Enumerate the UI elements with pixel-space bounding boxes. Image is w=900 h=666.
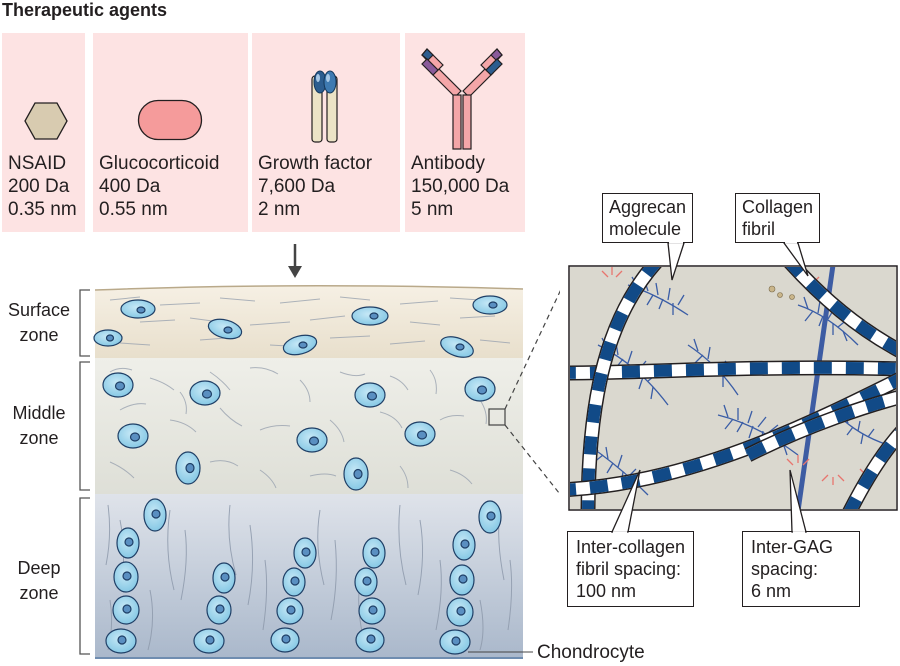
agent-size: 2 nm — [258, 199, 301, 220]
deep-cell-columns — [105, 498, 502, 655]
agent-panel-growth-factor: Growth factor 7,600 Da 2 nm — [252, 33, 400, 232]
ecm-magnified-inset — [568, 265, 898, 511]
agent-size: 5 nm — [411, 199, 454, 220]
hexagon-molecule-icon — [24, 102, 68, 140]
cartilage-cross-section — [79, 284, 560, 659]
agent-panel-glucocorticoid: Glucocorticoid 400 Da 0.55 nm — [93, 33, 248, 232]
agent-name: Growth factor — [258, 153, 373, 174]
agent-mass: 400 Da — [99, 176, 161, 197]
agent-mass: 150,000 Da — [411, 176, 510, 197]
agent-name: NSAID — [8, 153, 67, 174]
agent-mass: 7,600 Da — [258, 176, 336, 197]
growth-factor-protein-icon — [311, 70, 338, 143]
middle-cells — [102, 372, 496, 491]
surface-fibers — [109, 296, 511, 348]
figure-title: Therapeutic agents — [2, 0, 168, 20]
chondrocyte-label: Chondrocyte — [537, 642, 645, 663]
agent-size: 0.35 nm — [8, 199, 77, 220]
agent-panel-nsaid: NSAID 200 Da 0.35 nm — [2, 33, 85, 232]
capsule-molecule-icon — [137, 99, 203, 141]
small-drug-particles — [768, 285, 795, 300]
zone-brackets — [79, 289, 90, 655]
middle-zone — [95, 358, 523, 494]
agent-name: Antibody — [411, 153, 485, 174]
agent-size: 0.55 nm — [99, 199, 168, 220]
collagen-fibrils — [570, 267, 896, 509]
chondrocyte-cells — [93, 295, 508, 655]
agent-panel-antibody: Antibody 150,000 Da 5 nm — [405, 33, 525, 232]
down-arrow-icon — [288, 244, 302, 278]
surface-cells — [93, 295, 508, 358]
magnification-box — [488, 408, 506, 426]
antibody-y-icon — [421, 48, 503, 150]
agent-name: Glucocorticoid — [99, 153, 220, 174]
callout-pointers — [610, 240, 809, 535]
middle-fibers — [109, 367, 487, 489]
agent-mass: 200 Da — [8, 176, 70, 197]
